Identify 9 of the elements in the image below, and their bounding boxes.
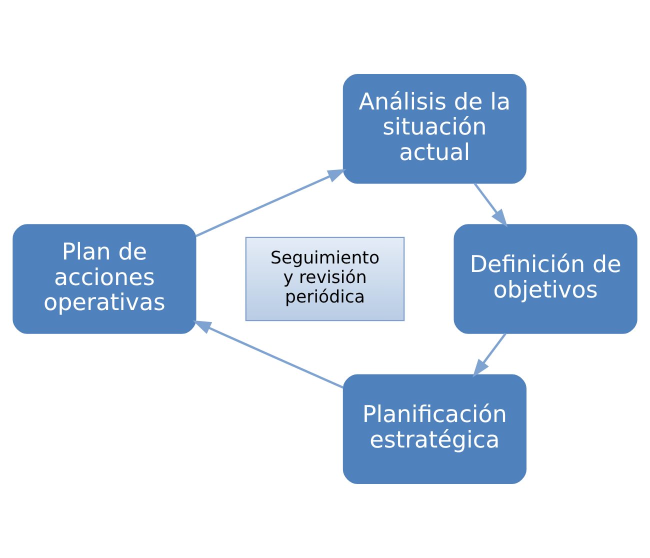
node-box: Plan de acciones operativas: [12, 224, 196, 334]
arrow: [195, 168, 346, 238]
node-box: Análisis de la situación actual: [342, 74, 526, 184]
arrow: [474, 182, 508, 228]
node-box: Seguimiento y revisión periódica: [245, 236, 405, 322]
arrow: [192, 320, 344, 389]
node-box: Definición de objetivos: [454, 224, 638, 334]
node-box: Planificación estratégica: [342, 374, 526, 484]
arrow: [472, 332, 506, 378]
